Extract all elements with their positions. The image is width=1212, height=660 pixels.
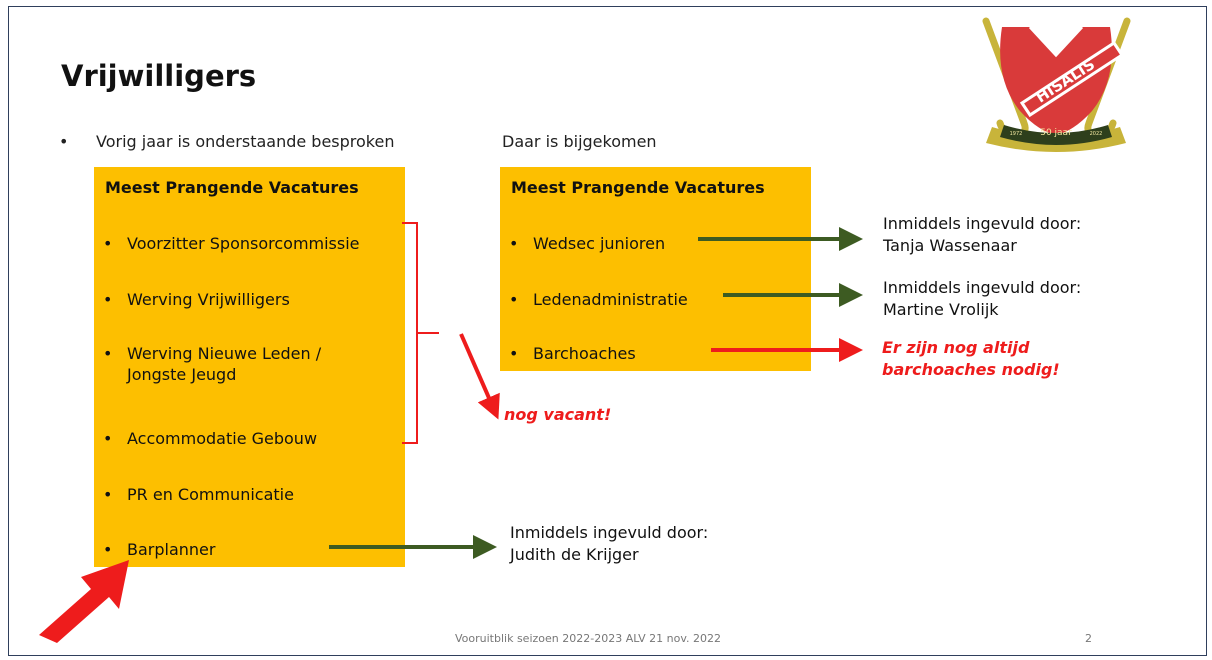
left-item-barplanner: • Barplanner <box>103 539 215 560</box>
red-bracket <box>402 222 439 444</box>
right-item-label: Ledenadministratie <box>533 290 688 309</box>
note-vacant: nog vacant! <box>504 405 612 424</box>
left-item-pr: • PR en Communicatie <box>103 484 294 505</box>
note-line: Inmiddels ingevuld door: <box>883 278 1082 297</box>
intro-bullet-dot: • <box>59 132 69 151</box>
bullet: • <box>509 344 519 363</box>
note-line: barchoaches nodig! <box>882 360 1060 379</box>
note-line: Inmiddels ingevuld door: <box>510 523 709 542</box>
note-line: Judith de Krijger <box>510 545 639 564</box>
left-item-werving-leden: • Werving Nieuwe Leden / Jongste Jeugd <box>103 343 321 385</box>
right-item-barchoaches: • Barchoaches <box>509 343 636 364</box>
logo-year-left: 1972 <box>1010 131 1023 137</box>
note-line: Tanja Wassenaar <box>883 236 1017 255</box>
left-item-label: Barplanner <box>127 540 216 559</box>
slide: Vrijwilligers • Vorig jaar is onderstaan… <box>8 6 1207 656</box>
left-vacancy-box: Meest Prangende Vacatures • Voorzitter Sp… <box>94 167 405 567</box>
footer-text: Vooruitblik seizoen 2022-2023 ALV 21 nov… <box>455 632 722 645</box>
intro-bullet-text: Vorig jaar is onderstaande besproken <box>96 132 395 151</box>
big-red-arrow-icon <box>39 560 129 643</box>
left-item-label: PR en Communicatie <box>127 485 294 504</box>
left-box-header: Meest Prangende Vacatures <box>105 178 359 197</box>
right-item-wedsec: • Wedsec junioren <box>509 233 665 254</box>
red-arrow-vacant <box>459 333 500 420</box>
slide-title: Vrijwilligers <box>61 59 257 93</box>
left-item-label-line2: Jongste Jeugd <box>127 365 237 384</box>
arrows-overlay <box>39 222 863 643</box>
note-wedsec: Inmiddels ingevuld door: Tanja Wassenaar <box>883 213 1081 257</box>
bullet: • <box>509 290 519 309</box>
note-barchoaches: Er zijn nog altijd barchoaches nodig! <box>882 337 1060 381</box>
right-vacancy-box: Meest Prangende Vacatures • Wedsec junior… <box>500 167 811 371</box>
left-item-werving-vrijwilligers: • Werving Vrijwilligers <box>103 289 290 310</box>
logo-year-right: 2022 <box>1090 131 1103 137</box>
logo-anniversary: 50 jaar <box>1040 128 1072 138</box>
hisalis-logo: HISALIS 50 jaar 1972 2022 <box>964 15 1149 155</box>
left-item-label: Werving Nieuwe Leden / <box>127 344 322 363</box>
right-item-label: Barchoaches <box>533 344 636 363</box>
page-number: 2 <box>1085 632 1092 645</box>
bullet: • <box>103 485 113 504</box>
note-line: Martine Vrolijk <box>883 300 999 319</box>
bullet: • <box>103 344 113 363</box>
note-barplanner: Inmiddels ingevuld door: Judith de Krijg… <box>510 522 708 566</box>
left-item-accommodatie: • Accommodatie Gebouw <box>103 428 317 449</box>
bullet: • <box>103 234 113 253</box>
note-leden: Inmiddels ingevuld door: Martine Vrolijk <box>883 277 1081 321</box>
bullet: • <box>103 290 113 309</box>
right-item-ledenadministratie: • Ledenadministratie <box>509 289 688 310</box>
left-item-label: Voorzitter Sponsorcommissie <box>127 234 360 253</box>
logo-graphic: HISALIS 50 jaar 1972 2022 <box>982 17 1131 152</box>
bullet: • <box>103 429 113 448</box>
right-item-label: Wedsec junioren <box>533 234 666 253</box>
left-item-voorzitter: • Voorzitter Sponsorcommissie <box>103 233 360 254</box>
note-line: Er zijn nog altijd <box>882 338 1030 357</box>
note-line: Inmiddels ingevuld door: <box>883 214 1082 233</box>
bullet: • <box>103 540 113 559</box>
left-item-label: Accommodatie Gebouw <box>127 429 318 448</box>
right-box-header: Meest Prangende Vacatures <box>511 178 765 197</box>
bullet: • <box>509 234 519 253</box>
left-item-label: Werving Vrijwilligers <box>127 290 290 309</box>
added-heading: Daar is bijgekomen <box>502 132 657 151</box>
